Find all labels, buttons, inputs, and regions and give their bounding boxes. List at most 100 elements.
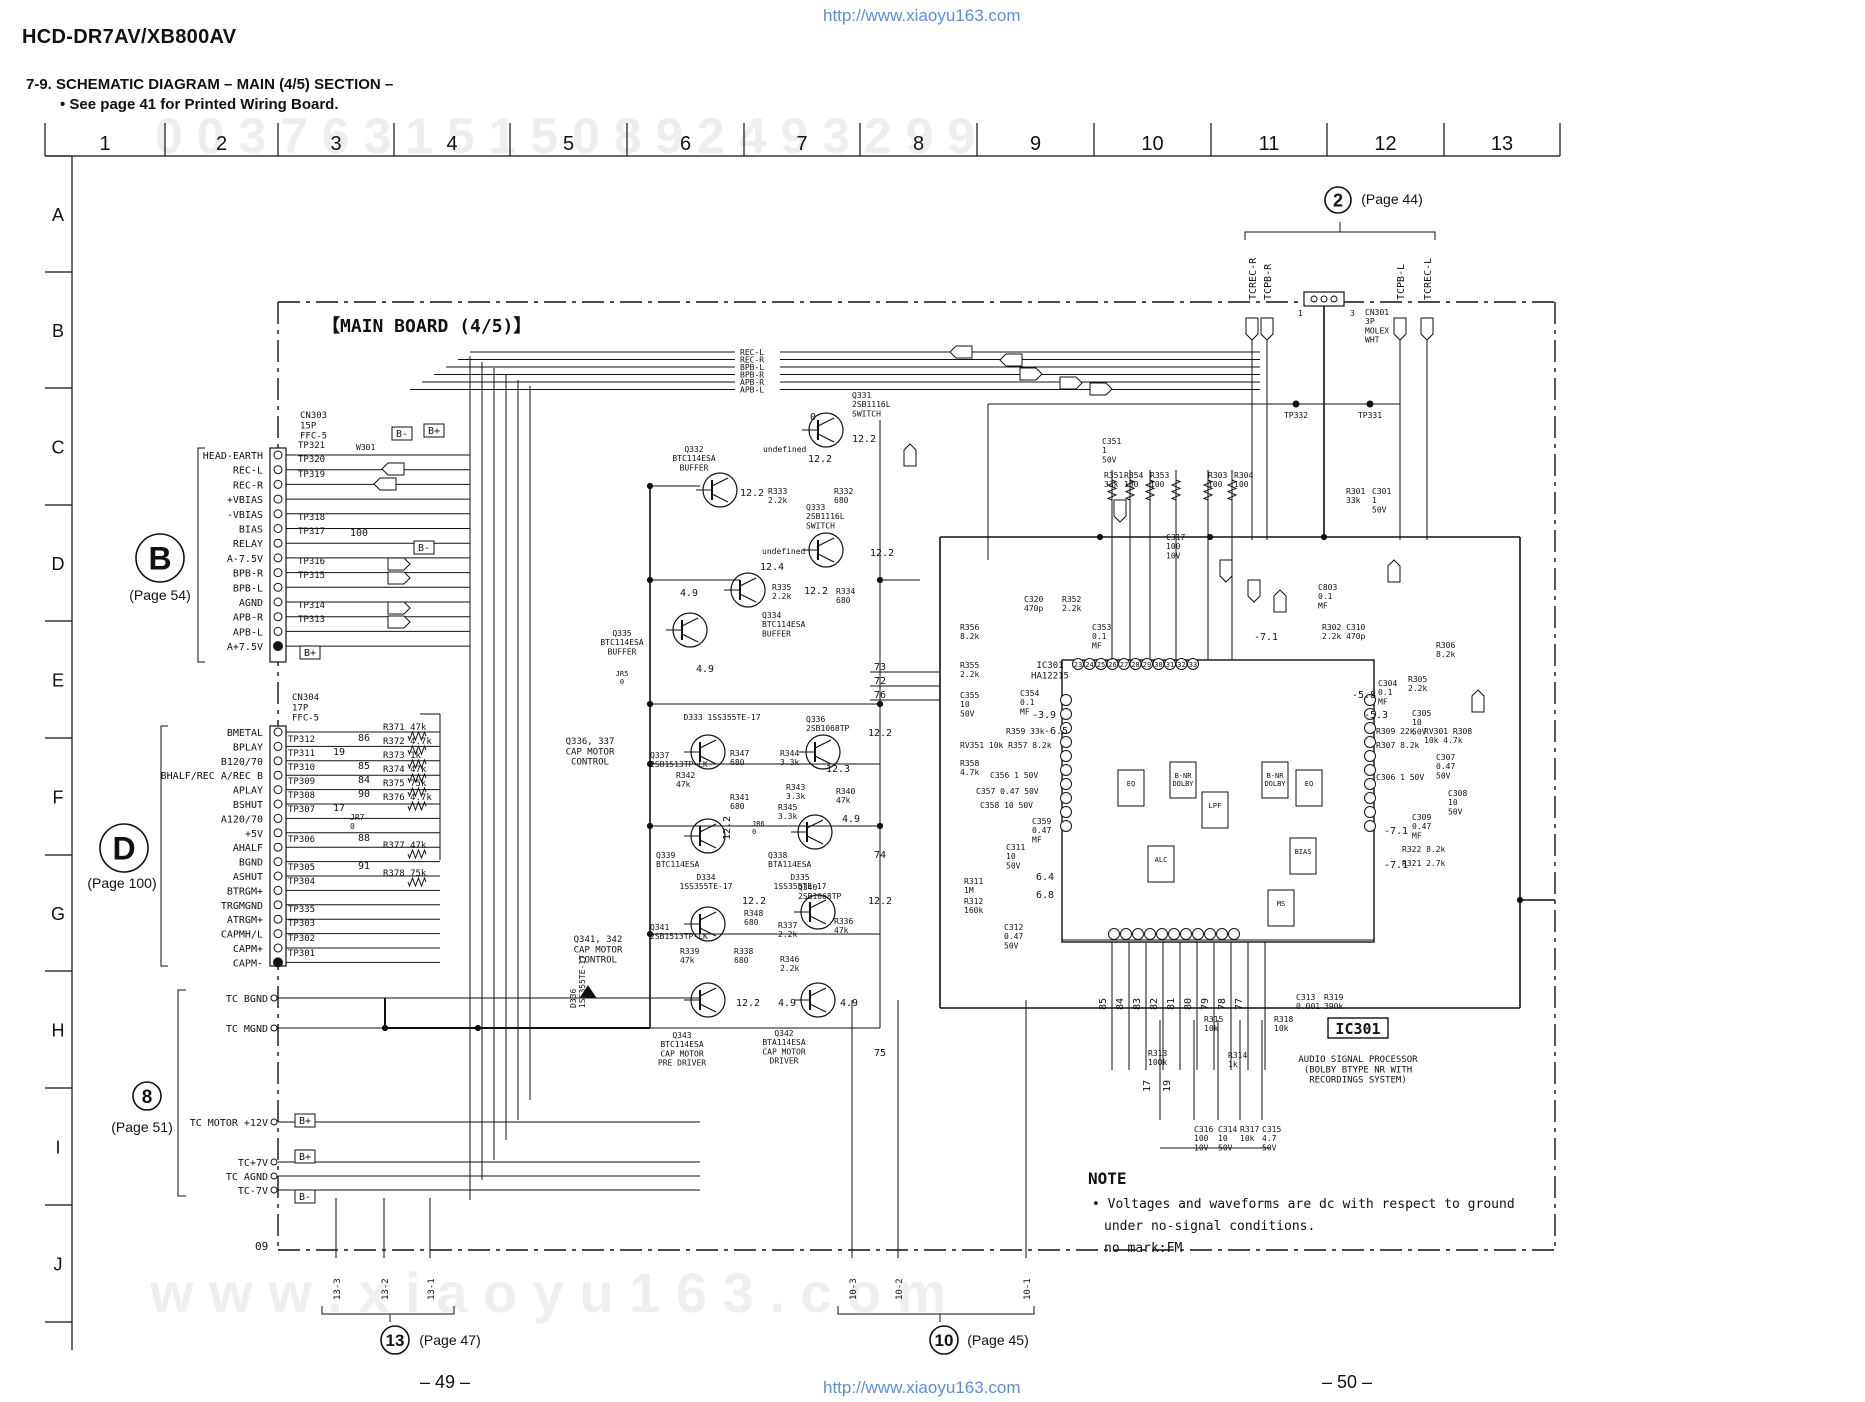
voltage-ic-top: -7.1: [1254, 632, 1278, 643]
cn304-testpoint-TP310: TP310: [288, 763, 315, 773]
left-resistor-5: R376 4.7k: [383, 793, 432, 803]
cn304-pin: [273, 842, 283, 852]
transistor-q340: [809, 899, 827, 909]
ic301-title: IC301: [1335, 1020, 1380, 1038]
ic301-pin-right: [1364, 750, 1376, 762]
reference-2-page: (Page 44): [1361, 191, 1422, 207]
transistor-q340: [809, 915, 827, 925]
ic301-block-4: [1295, 769, 1323, 807]
cn303-testpoint-TP318: TP318: [298, 513, 325, 523]
cn304-pin: [273, 813, 283, 823]
transistor-q338: [806, 835, 824, 845]
ic301-pin-left: [1060, 694, 1072, 706]
ic301-top-pin-32: 32: [1177, 661, 1185, 669]
ic301-pin-left: [1060, 722, 1072, 734]
cn303-signal-2: REC-R: [233, 480, 264, 491]
junction-dot: [646, 822, 654, 830]
grid-column-12: 12: [1374, 133, 1396, 155]
top-bus-label-BPB-L: BPB-L: [740, 363, 764, 372]
left-resistor-3: R374 47k: [383, 765, 427, 775]
top-bus-label-BPB-R: BPB-R: [740, 371, 764, 380]
resistor-symbol: [1202, 479, 1214, 501]
flag-bpb-l: [387, 571, 411, 585]
tag-b-plus-4: [294, 1149, 316, 1164]
cn304-signal-16: CAPM-: [233, 958, 263, 969]
cn303-testpoint-TP316: TP316: [298, 557, 325, 567]
left-resistor-0: R371 47k: [383, 723, 427, 733]
transistor-q333: [817, 553, 835, 563]
ic301-top-pin-33: 33: [1189, 661, 1197, 669]
cn304-testpoint-TP312: TP312: [288, 735, 315, 745]
cn303-signal-1: REC-L: [233, 466, 263, 477]
voltage-q333-c: 12.2: [870, 548, 894, 559]
ic301-pin-right: [1364, 736, 1376, 748]
d336-label: D3361SS355TE-17: [569, 955, 587, 1008]
cn304-pin: [273, 857, 283, 867]
watermark-url: w w w . x i a o y u 1 6 3 . c o m: [149, 1261, 947, 1324]
ic301-pin-left: [1060, 806, 1072, 818]
left-wire-number-19: 19: [333, 747, 345, 758]
cn303-pin: [273, 509, 283, 519]
ic-component-r322: R322 8.2k: [1402, 845, 1446, 854]
c333-label: undefined: [763, 445, 807, 454]
resistor-symbol: [407, 772, 427, 784]
cn303-pin: [273, 553, 283, 563]
resistor-symbol: [1144, 479, 1156, 501]
cn304-signal-13: ATRGM+: [227, 915, 263, 926]
ic301-title-box: [1327, 1017, 1389, 1039]
ic301-block-1: [1169, 761, 1197, 799]
grid-row-F: F: [53, 788, 64, 808]
cn303-pin: [273, 465, 283, 475]
cn303-signal-5: BIAS: [239, 525, 263, 536]
ic301-top-pin-29: 29: [1143, 661, 1151, 669]
bottom-wire-19: 19: [1162, 1080, 1173, 1092]
ic301-top-pin-24: 24: [1085, 661, 1093, 669]
flag-apb-r: [387, 601, 411, 615]
ref-13-pin-13-1: 13-1: [427, 1278, 437, 1300]
grid-row-G: G: [51, 904, 65, 924]
cn303-pin: [273, 494, 283, 504]
url-top[interactable]: http://www.xiaoyu163.com: [823, 6, 1021, 25]
flag-apb-l: [387, 615, 411, 629]
flag-ic-in-4: [1273, 589, 1287, 613]
voltage-q342-c: 4.9: [840, 998, 858, 1009]
ic301-pin-right: [1364, 820, 1376, 832]
tag-b-minus-label: B-: [396, 429, 408, 440]
flag-ic-in-1: [1113, 499, 1127, 523]
grid-row-H: H: [52, 1021, 65, 1041]
ic301-pin-bottom: [1108, 928, 1120, 940]
d333-label: D333 1SS355TE-17: [683, 713, 760, 722]
ic301-pin-bottom: [1216, 928, 1228, 940]
cn304-pin: [273, 799, 283, 809]
cn304-signal-10: ASHUT: [233, 872, 263, 883]
grid-row-C: C: [52, 438, 65, 458]
bottom-wire-85: 85: [1098, 998, 1109, 1010]
url-bottom[interactable]: http://www.xiaoyu163.com: [823, 1378, 1021, 1397]
reference-d-circle-letter: D: [112, 831, 135, 867]
grid-row-I: I: [55, 1138, 60, 1158]
voltage-q334-c: 12.2: [804, 586, 828, 597]
voltage-q339-c: 12.2: [722, 816, 733, 840]
left-resistor-4: R375 75k: [383, 779, 427, 789]
grid-row-B: B: [52, 321, 64, 341]
transistor-q335: [681, 633, 699, 643]
